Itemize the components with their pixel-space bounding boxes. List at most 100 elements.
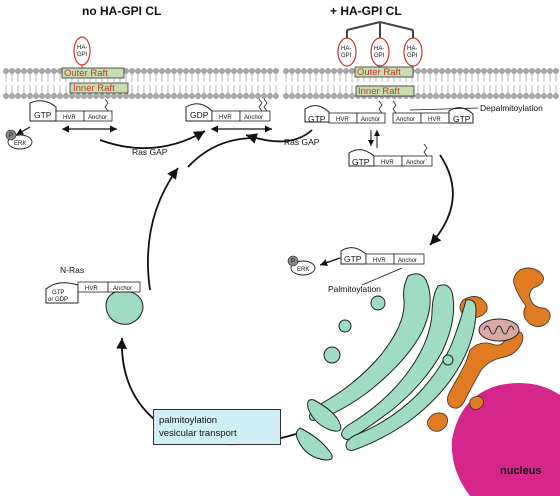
lipid-head — [541, 93, 547, 99]
lipid-head — [135, 68, 141, 74]
lipid-head — [69, 93, 75, 99]
nras-gdp-left: GDP HVR Anchor — [185, 98, 271, 122]
lipid-head — [445, 68, 451, 74]
lipid-head — [243, 93, 249, 99]
lipid-head — [33, 93, 39, 99]
lipid-head — [51, 68, 57, 74]
lipid-head — [529, 93, 535, 99]
lipid-head — [457, 68, 463, 74]
svg-text:HVR: HVR — [373, 258, 386, 264]
inner-raft-label-right: Inner Raft — [358, 86, 400, 97]
lipid-head — [505, 93, 511, 99]
svg-text:HVR: HVR — [63, 115, 76, 121]
lipid-head — [105, 93, 111, 99]
svg-text:Anchor: Anchor — [88, 115, 107, 121]
lipid-head — [511, 68, 517, 74]
lipid-head — [273, 68, 279, 74]
lipid-head — [219, 93, 225, 99]
lipid-head — [213, 93, 219, 99]
lipid-head — [87, 93, 93, 99]
lipid-head — [183, 68, 189, 74]
lipid-head — [319, 93, 325, 99]
lipid-head — [45, 68, 51, 74]
lipid-head — [177, 68, 183, 74]
lipid-head — [325, 93, 331, 99]
lipid-head — [231, 68, 237, 74]
title-no-ha-gpi: no HA-GPI CL — [82, 4, 161, 18]
lipid-head — [3, 68, 9, 74]
svg-text:Anchor: Anchor — [398, 258, 417, 264]
lipid-head — [427, 68, 433, 74]
lipid-head — [475, 93, 481, 99]
lipid-head — [201, 68, 207, 74]
lipid-head — [231, 93, 237, 99]
note-line-1: palmitoylation — [159, 415, 218, 426]
svg-text:GPI: GPI — [407, 53, 418, 59]
lipid-head — [249, 68, 255, 74]
lipid-head — [529, 68, 535, 74]
arrow-vesicle-to-membrane — [147, 167, 179, 291]
lipid-head — [493, 68, 499, 74]
membrane-left — [3, 68, 279, 99]
lipid-head — [141, 93, 147, 99]
lipid-head — [135, 93, 141, 99]
svg-text:Anchor: Anchor — [406, 160, 425, 166]
lipid-head — [331, 68, 337, 74]
lipid-head — [313, 68, 319, 74]
ha-gpi-right-group: HA- GPI HA- GPI HA- GPI — [337, 21, 423, 67]
svg-text:ERK: ERK — [14, 141, 26, 147]
lipid-head — [343, 68, 349, 74]
lipid-head — [165, 68, 171, 74]
lipid-head — [415, 68, 421, 74]
nras-gtp-cytosolic: GTP HVR Anchor — [348, 143, 433, 167]
lipid-head — [307, 68, 313, 74]
lipid-head — [349, 93, 355, 99]
lipid-head — [295, 93, 301, 99]
lipid-head — [207, 68, 213, 74]
svg-text:HVR: HVR — [85, 286, 98, 292]
svg-text:GDP: GDP — [190, 110, 209, 120]
lipid-head — [523, 68, 529, 74]
lipid-head — [445, 93, 451, 99]
svg-text:Anchor: Anchor — [396, 117, 415, 123]
lipid-head — [123, 93, 129, 99]
lipid-head — [553, 93, 559, 99]
svg-text:HA-: HA- — [77, 45, 87, 51]
svg-text:GTP: GTP — [308, 114, 326, 124]
lipid-head — [189, 68, 195, 74]
lipid-head — [457, 93, 463, 99]
lipid-head — [243, 68, 249, 74]
lipid-head — [499, 93, 505, 99]
lipid-head — [295, 68, 301, 74]
lipid-head — [129, 68, 135, 74]
arrow-membrane-to-golgi — [187, 137, 256, 168]
lipid-head — [141, 68, 147, 74]
inner-raft-label-left: Inner Raft — [73, 83, 115, 94]
svg-text:Anchor: Anchor — [244, 115, 263, 121]
lipid-head — [111, 93, 117, 99]
lipid-head — [427, 93, 433, 99]
lipid-head — [27, 68, 33, 74]
lipid-head — [15, 93, 21, 99]
palmitoylation-label: Palmitoylation — [328, 284, 381, 294]
palmitoylation-transport-note: palmitoylation vesicular transport — [153, 409, 281, 445]
nras-label: N-Ras — [60, 265, 84, 275]
lipid-head — [547, 93, 553, 99]
lipid-head — [153, 68, 159, 74]
lipid-head — [481, 68, 487, 74]
ras-gap-left-label: Ras GAP — [132, 147, 168, 157]
svg-text:GTP: GTP — [34, 110, 52, 120]
lipid-head — [165, 93, 171, 99]
svg-text:GTP: GTP — [52, 290, 64, 296]
lipid-head — [283, 93, 289, 99]
lipid-head — [159, 68, 165, 74]
lipid-head — [289, 68, 295, 74]
svg-text:ERK: ERK — [297, 267, 309, 273]
lipid-head — [3, 93, 9, 99]
lipid-head — [255, 68, 261, 74]
raft-left: Outer Raft Inner Raft — [61, 67, 129, 94]
ras-gap-right-label: Ras GAP — [284, 137, 320, 147]
nras-gtp-left: GTP HVR Anchor — [29, 98, 113, 122]
lipid-head — [553, 68, 559, 74]
lipid-head — [433, 93, 439, 99]
